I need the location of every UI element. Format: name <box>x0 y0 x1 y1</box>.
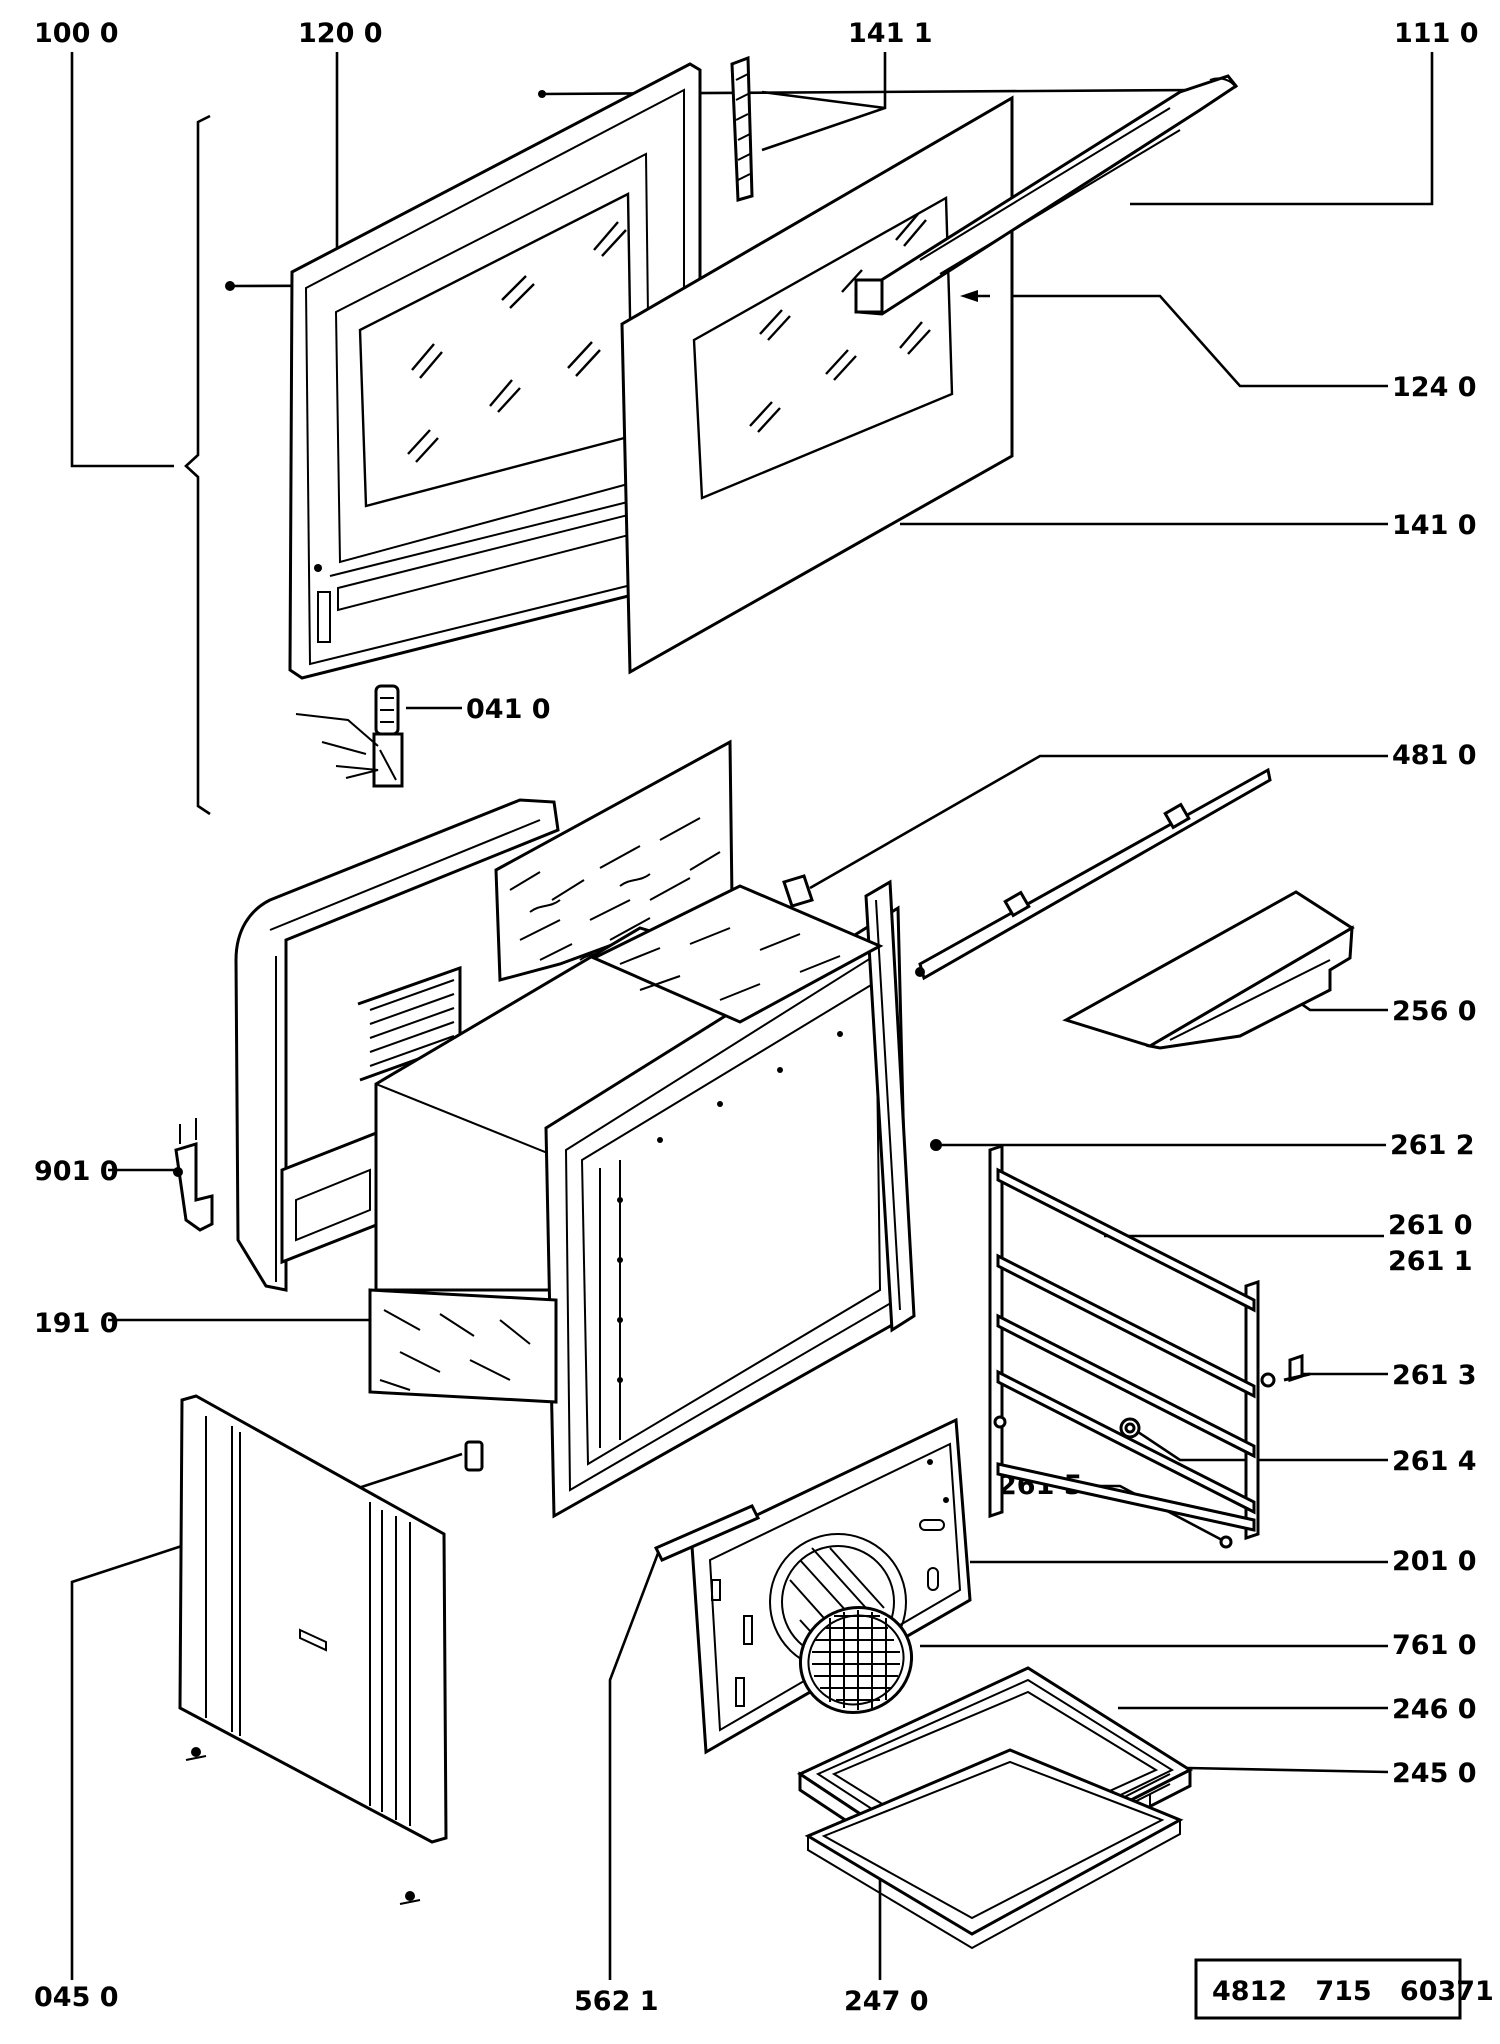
shelf-rack <box>930 1139 1260 1541</box>
shelf-fittings <box>993 1353 1311 1549</box>
drawing-code: 4812 715 60371 <box>1194 1958 1494 2020</box>
oven-cavity <box>368 879 916 1519</box>
callout-2610: 261 0 <box>1388 1210 1473 1241</box>
leader-5621 <box>608 1547 662 1980</box>
callout-1910: 191 0 <box>34 1308 119 1339</box>
callout-4810: 481 0 <box>1392 740 1477 771</box>
leader-1110 <box>1130 52 1434 206</box>
leader-1240 <box>970 294 1388 388</box>
leader-lines <box>70 52 1434 1980</box>
callout-1411: 141 1 <box>848 18 933 49</box>
rear-panel <box>653 1417 972 1755</box>
callout-1240: 124 0 <box>1392 372 1477 403</box>
callout-2613: 261 3 <box>1392 1360 1477 1391</box>
callout-0450: 045 0 <box>34 1982 119 2013</box>
support-clip <box>173 1118 214 1232</box>
leader-1000 <box>70 52 174 468</box>
callout-2612: 261 2 <box>1390 1130 1475 1161</box>
callout-labels: 100 0 120 0 141 1 111 0 124 0 141 0 041 … <box>34 18 1479 2017</box>
baking-trays <box>796 1666 1194 1950</box>
callout-1200: 120 0 <box>298 18 383 49</box>
door-handle <box>854 74 1239 316</box>
callout-1410: 141 0 <box>1392 510 1477 541</box>
leader-2614 <box>1131 1426 1388 1462</box>
callout-2470: 247 0 <box>844 1986 929 2017</box>
drawing-code-text: 4812 715 60371 <box>1212 1976 1494 2007</box>
oven-side-wrapper <box>234 798 560 1292</box>
callout-2611: 261 1 <box>1388 1246 1473 1277</box>
callout-5621: 562 1 <box>574 1986 659 2017</box>
callout-2450: 245 0 <box>1392 1758 1477 1789</box>
leader-1411 <box>761 52 887 152</box>
callout-2614: 261 4 <box>1392 1446 1477 1477</box>
callout-2010: 201 0 <box>1392 1546 1477 1577</box>
drawing-code-box <box>1194 1958 1462 2020</box>
callout-1110: 111 0 <box>1394 18 1479 49</box>
top-cover-plate <box>1062 890 1355 1050</box>
door-hinge <box>295 684 404 788</box>
leader-4810 <box>809 754 1388 890</box>
callout-2560: 256 0 <box>1392 996 1477 1027</box>
glass-strip <box>225 55 754 291</box>
side-panel <box>178 1394 484 1905</box>
inner-door-panel <box>620 95 1014 675</box>
door-assembly-brace <box>184 114 211 816</box>
guide-rail <box>782 767 1272 981</box>
fan-guard <box>798 1606 914 1714</box>
callout-0410: 041 0 <box>466 694 551 725</box>
callout-2460: 246 0 <box>1392 1694 1477 1725</box>
callout-1000: 100 0 <box>34 18 119 49</box>
callout-9010: 901 0 <box>34 1156 119 1187</box>
callout-7610: 761 0 <box>1392 1630 1477 1661</box>
leader-2450 <box>1187 1766 1389 1774</box>
